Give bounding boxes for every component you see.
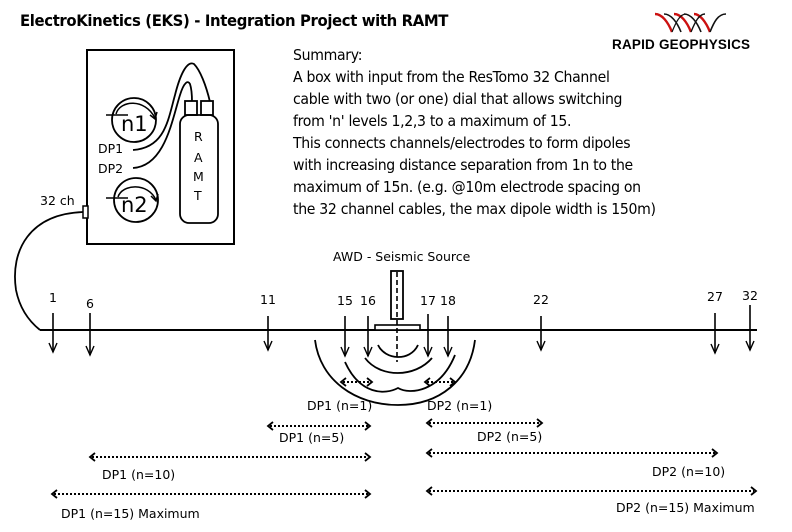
electrode-label: 1 [49, 290, 57, 305]
ramt-connector [184, 100, 198, 116]
page-title: ElectroKinetics (EKS) - Integration Proj… [20, 11, 449, 30]
dipole-label: DP1 (n=5) [279, 430, 344, 445]
dipole-group: DP1 (n=1) DP1 (n=5) DP1 (n=10) DP1 (n=15) M… [50, 377, 758, 521]
arrow-left-icon [266, 421, 274, 431]
arrow-right-icon [364, 452, 372, 462]
arrow-right-icon [711, 448, 719, 458]
electrode-label: 16 [360, 293, 376, 308]
dipole-span-dp1-3: DP1 (n=15) Maximum [50, 489, 372, 521]
summary-heading: Summary: [293, 46, 363, 64]
electrode-32: 32 [742, 288, 758, 352]
dp1-output-label: DP1 [98, 141, 123, 156]
seismic-source-label: AWD - Seismic Source [333, 249, 471, 264]
dipole-span-dp2-2: DP2 (n=10) [425, 448, 725, 479]
seismic-source [374, 270, 421, 362]
summary-line: the 32 channel cables, the max dipole wi… [293, 200, 656, 218]
summary-line: This connects channels/electrodes to for… [293, 134, 631, 152]
dipole-span-dp1-1: DP1 (n=5) [266, 421, 372, 445]
dp2-cable [132, 81, 193, 169]
seismic-wavefronts [314, 339, 476, 406]
summary-line: with increasing distance separation from… [293, 156, 633, 174]
arrow-left-icon [88, 452, 96, 462]
arrow-left-icon [425, 418, 433, 428]
electrode-27: 27 [707, 289, 723, 355]
dial-n1[interactable]: n1 [106, 97, 158, 143]
ramt-letter: T [193, 188, 202, 203]
electrode-6: 6 [85, 296, 95, 357]
electrode-label: 15 [337, 293, 353, 308]
summary-line: from 'n' levels 1,2,3 to a maximum of 15… [293, 112, 572, 130]
arrow-left-icon [339, 377, 347, 387]
dipole-label: DP2 (n=15) Maximum [616, 500, 755, 515]
electrode-1: 1 [48, 290, 58, 354]
ramt-letter: R [194, 129, 203, 144]
switch-box [86, 49, 235, 245]
dipole-span-dp1-0: DP1 (n=1) [307, 377, 374, 413]
dipole-label: DP2 (n=10) [652, 464, 725, 479]
electrode-16: 16 [360, 293, 376, 358]
dp2-output-label: DP2 [98, 161, 123, 176]
arrow-left-icon [423, 377, 431, 387]
dipole-label: DP2 (n=5) [477, 429, 542, 444]
arrow-right-icon [750, 486, 758, 496]
dipole-span-dp2-3: DP2 (n=15) Maximum [425, 486, 758, 515]
electrode-label: 11 [260, 292, 276, 307]
electrode-label: 22 [533, 292, 549, 307]
dial-n1-label: n1 [121, 112, 148, 136]
dipole-span-dp2-0: DP2 (n=1) [423, 377, 492, 413]
cable-32ch [14, 211, 84, 331]
arrow-right-icon [536, 418, 544, 428]
electrode-11: 11 [260, 292, 276, 352]
dipole-label: DP2 (n=1) [427, 398, 492, 413]
ramt-connector [200, 100, 214, 116]
arrow-right-icon [366, 377, 374, 387]
electrode-label: 17 [420, 293, 436, 308]
electrode-17: 17 [420, 293, 436, 358]
dial-n2[interactable]: n2 [106, 177, 159, 223]
dial-n2-label: n2 [121, 193, 148, 217]
ramt-letter: A [194, 150, 203, 165]
summary-line: A box with input from the ResTomo 32 Cha… [293, 68, 610, 86]
arrow-right-icon [364, 421, 372, 431]
input-connector [82, 205, 89, 219]
arrow-left-icon [50, 489, 58, 499]
electrode-label: 18 [440, 293, 456, 308]
arrow-right-icon [449, 377, 457, 387]
electrode-18: 18 [440, 293, 456, 358]
summary-text: Summary: A box with input from the ResTo… [293, 44, 656, 220]
electrode-15: 15 [337, 293, 353, 358]
dipole-label: DP1 (n=1) [307, 398, 372, 413]
arrow-right-icon [364, 489, 372, 499]
rotate-arrow-icon [117, 186, 157, 201]
dp1-cable [132, 62, 211, 151]
rotate-arrow-icon [115, 102, 156, 119]
summary-line: maximum of 15n. (e.g. @10m electrode spa… [293, 178, 641, 196]
electrode-label: 27 [707, 289, 723, 304]
dipole-label: DP1 (n=15) Maximum [61, 506, 200, 521]
summary-line: cable with two (or one) dial that allows… [293, 90, 623, 108]
electrode-22: 22 [533, 292, 549, 352]
ramt-letter: M [193, 169, 204, 184]
dipole-span-dp1-2: DP1 (n=10) [88, 452, 372, 482]
company-logo-text: RAPID GEOPHYSICS [612, 37, 751, 52]
dipole-span-dp2-1: DP2 (n=5) [425, 418, 544, 444]
dipole-label: DP1 (n=10) [102, 467, 175, 482]
arrow-left-icon [425, 448, 433, 458]
electrode-label: 32 [742, 288, 758, 303]
arrow-left-icon [425, 486, 433, 496]
wave-helix-logo-icon [654, 12, 727, 33]
electrode-label: 6 [86, 296, 94, 311]
ramt-device: R A M T [179, 100, 219, 224]
input-32ch-label: 32 ch [40, 193, 75, 208]
